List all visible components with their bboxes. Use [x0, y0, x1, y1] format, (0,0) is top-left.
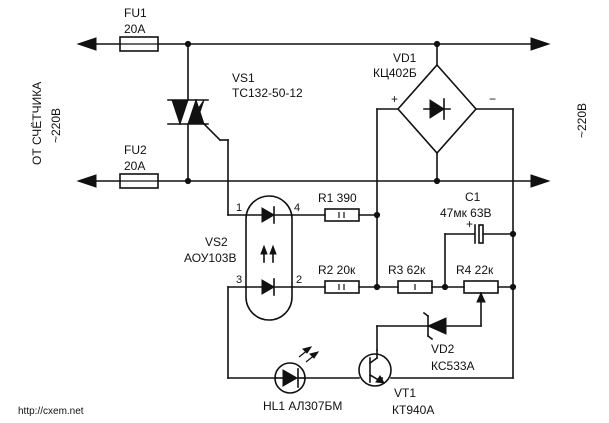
top-mains-line: [76, 37, 551, 51]
c1-plus: +: [466, 217, 473, 231]
optocoupler-vs2: [245, 195, 293, 321]
fu1-value: 20A: [124, 22, 145, 36]
vt1-ref: VT1: [394, 386, 416, 400]
vd1-plus: +: [391, 92, 398, 106]
pin-4: 4: [294, 202, 300, 214]
junction-dot: [509, 283, 517, 291]
bottom-mains-line: [76, 174, 551, 188]
junction-dot: [373, 283, 381, 291]
vt1-value: КТ940А: [392, 403, 434, 417]
vd1-ref: VD1: [393, 51, 417, 65]
r2-label: R2 20к: [318, 263, 356, 277]
triac-vs1: [167, 43, 229, 182]
vd2-ref: VD2: [431, 342, 455, 356]
left-side-label: ОТ СЧЁТЧИКА: [30, 82, 44, 165]
potentiometer-r4: [463, 280, 499, 327]
fu2-value: 20A: [124, 159, 145, 173]
c1-ref: C1: [465, 190, 481, 204]
pin-3: 3: [236, 274, 242, 286]
r1-label: R1 390: [318, 191, 357, 205]
capacitor-c1: [474, 224, 484, 244]
hl1-label: HL1 АЛ307БМ: [263, 399, 342, 413]
fuse-fu2: [119, 173, 159, 189]
fu1-ref: FU1: [124, 6, 147, 20]
fu2-ref: FU2: [124, 143, 147, 157]
vd2-value: КС533А: [431, 359, 475, 373]
led-hl1: [274, 346, 320, 394]
pin-2: 2: [296, 274, 302, 286]
resistor-r2: [324, 280, 360, 294]
transistor-vt1: [358, 349, 392, 387]
vd1-value: КЦ402Б: [373, 66, 417, 80]
vs2-value: АОУ103В: [184, 251, 236, 265]
junction-dot: [373, 211, 381, 219]
resistor-r1: [324, 208, 360, 222]
vs1-ref: VS1: [232, 71, 255, 85]
source-url: http://cxem.net: [18, 406, 84, 417]
vs1-value: TC132-50-12: [232, 86, 303, 100]
vd1-minus: −: [489, 92, 496, 106]
zener-diode-vd2: [422, 311, 447, 341]
fuse-fu1: [119, 36, 159, 52]
r3-label: R3 62к: [388, 263, 426, 277]
c1-value: 47мк 63В: [440, 206, 492, 220]
left-side-voltage: ~220В: [49, 108, 63, 143]
resistor-r3: [397, 280, 433, 294]
pin-1: 1: [236, 202, 242, 214]
vs2-ref: VS2: [205, 235, 228, 249]
diode-bridge-vd1: [376, 43, 514, 182]
junction-dot: [509, 230, 517, 238]
r4-label: R4 22к: [456, 263, 494, 277]
right-side-voltage: ~220В: [575, 103, 589, 138]
